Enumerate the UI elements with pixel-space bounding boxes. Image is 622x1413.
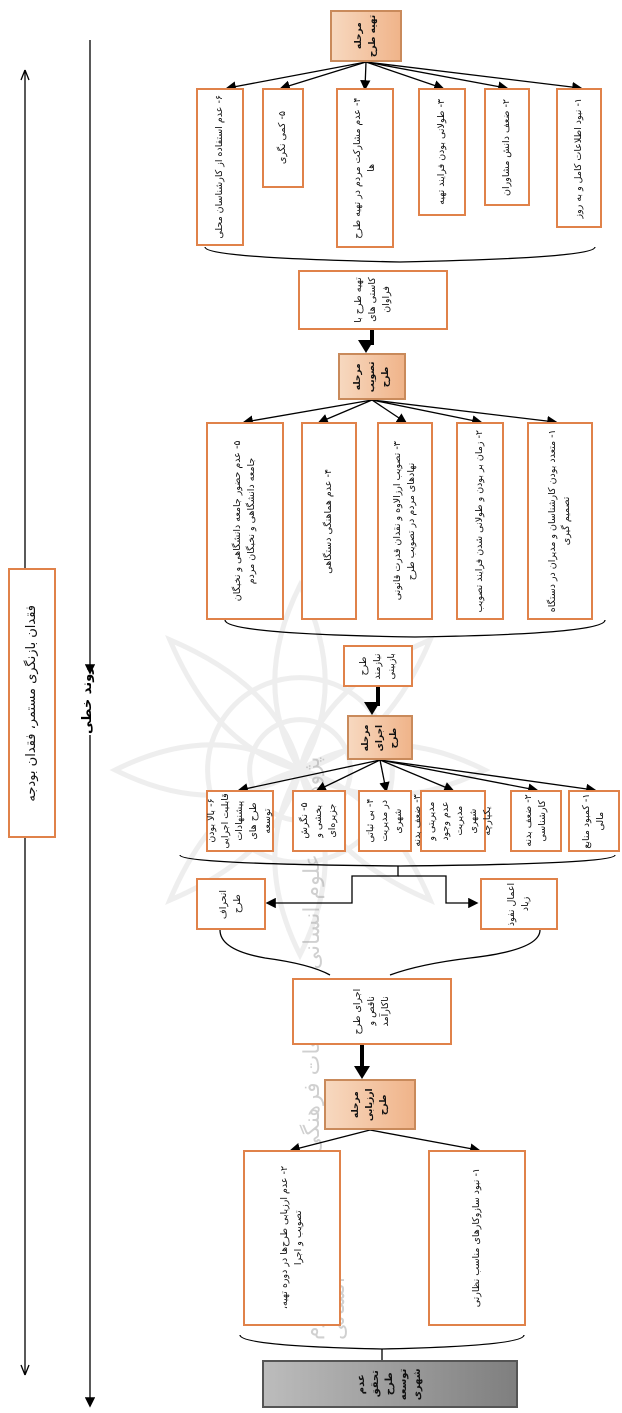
exec-problem-4: ۴- بی ثباتی در مدیریت شهری [358,790,412,852]
exec-branch-left: انحراف طرح [196,878,266,930]
prep-result: تهیه طرح با کاستی های فراوان [298,270,448,330]
prep-problem-5: ۵- کمی نگری [262,88,304,188]
stage-approve: مرحله تصویب طرح [338,353,406,400]
exec-problem-6: ۶- بالا بودن قابلیت اجرایی پیشنهادات طرح… [206,790,274,852]
prep-problem-6: ۶- عدم استفاده از کارشناسان محلی [196,88,244,246]
approve-problem-2: ۲- زمان بر بودن و طولانی شدن فرایند تصوی… [456,422,504,620]
side-box-text: فقدان بازنگری مستمر، فقدان بودجه [24,604,39,802]
eval-problem-1: ۱- نبود سازوکارهای مناسب نظارتی [428,1150,526,1326]
approve-problem-4: ۴- عدم هماهنگی دستگاهی [301,422,357,620]
exec-branch-right: اعمال نفوذ زیاد [480,878,558,930]
stage-approve-label: مرحله تصویب طرح [353,361,391,392]
approve-result: طرح نیازمند بازبینی [343,645,413,687]
approve-problem-3: ۳- تصویب ارزالاوه و نقدان قدرت قانونی نه… [377,422,433,620]
approve-problem-1: ۱- متعدد بودن کارشناسان و مدیران در دستگ… [527,422,593,620]
timeline-label: روند خطی [80,666,95,734]
exec-result: اجرای طرح ناقص و ناکارآمد [292,978,452,1045]
final-outcome: عدم تحقق طرح توسعه شهری [262,1360,518,1408]
exec-problem-5: ۵- نگرش بخشی و جزیره‌ای [292,790,346,852]
stage-eval-label: مرحله ارزیابی طرح [351,1088,389,1121]
eval-problem-2: ۲- عدم ارزیابی طرح‌ها در دوره تهیه، تصوی… [243,1150,341,1326]
approve-problem-5: ۵- عدم حضور جامعه دانشگاهی و نخبگان جامع… [206,422,284,620]
side-box: فقدان بازنگری مستمر، فقدان بودجه [8,568,56,838]
stage-exec-label: مرحله اجرای طرح [361,724,399,751]
prep-problem-4: ۴- عدم مشارکت مردم در تهیه طرح ها [336,88,394,248]
stage-exec: مرحله اجرای طرح [347,715,413,760]
exec-problem-3: ۳- ضعف بدنه مدیریتی و عدم وجود مدیریت شه… [412,790,493,852]
prep-problem-1: ۱- نبود اطلاعات کامل و به روز [556,88,602,228]
prep-problem-3: ۳- طولانی بودن فرایند تهیه [418,88,466,216]
prep-problem-2: ۲- ضعف دانش مشاوران [484,88,530,206]
stage-prep: مرحله تهیه طرح [330,10,402,62]
stage-prep-label: مرحله تهیه طرح [354,14,378,58]
exec-problem-1: ۱- کمبود منابع مالی [568,790,620,852]
stage-eval: مرحله ارزیابی طرح [324,1079,416,1130]
exec-problem-2: ۲- ضعف بدنه کارشناسی [510,790,562,852]
